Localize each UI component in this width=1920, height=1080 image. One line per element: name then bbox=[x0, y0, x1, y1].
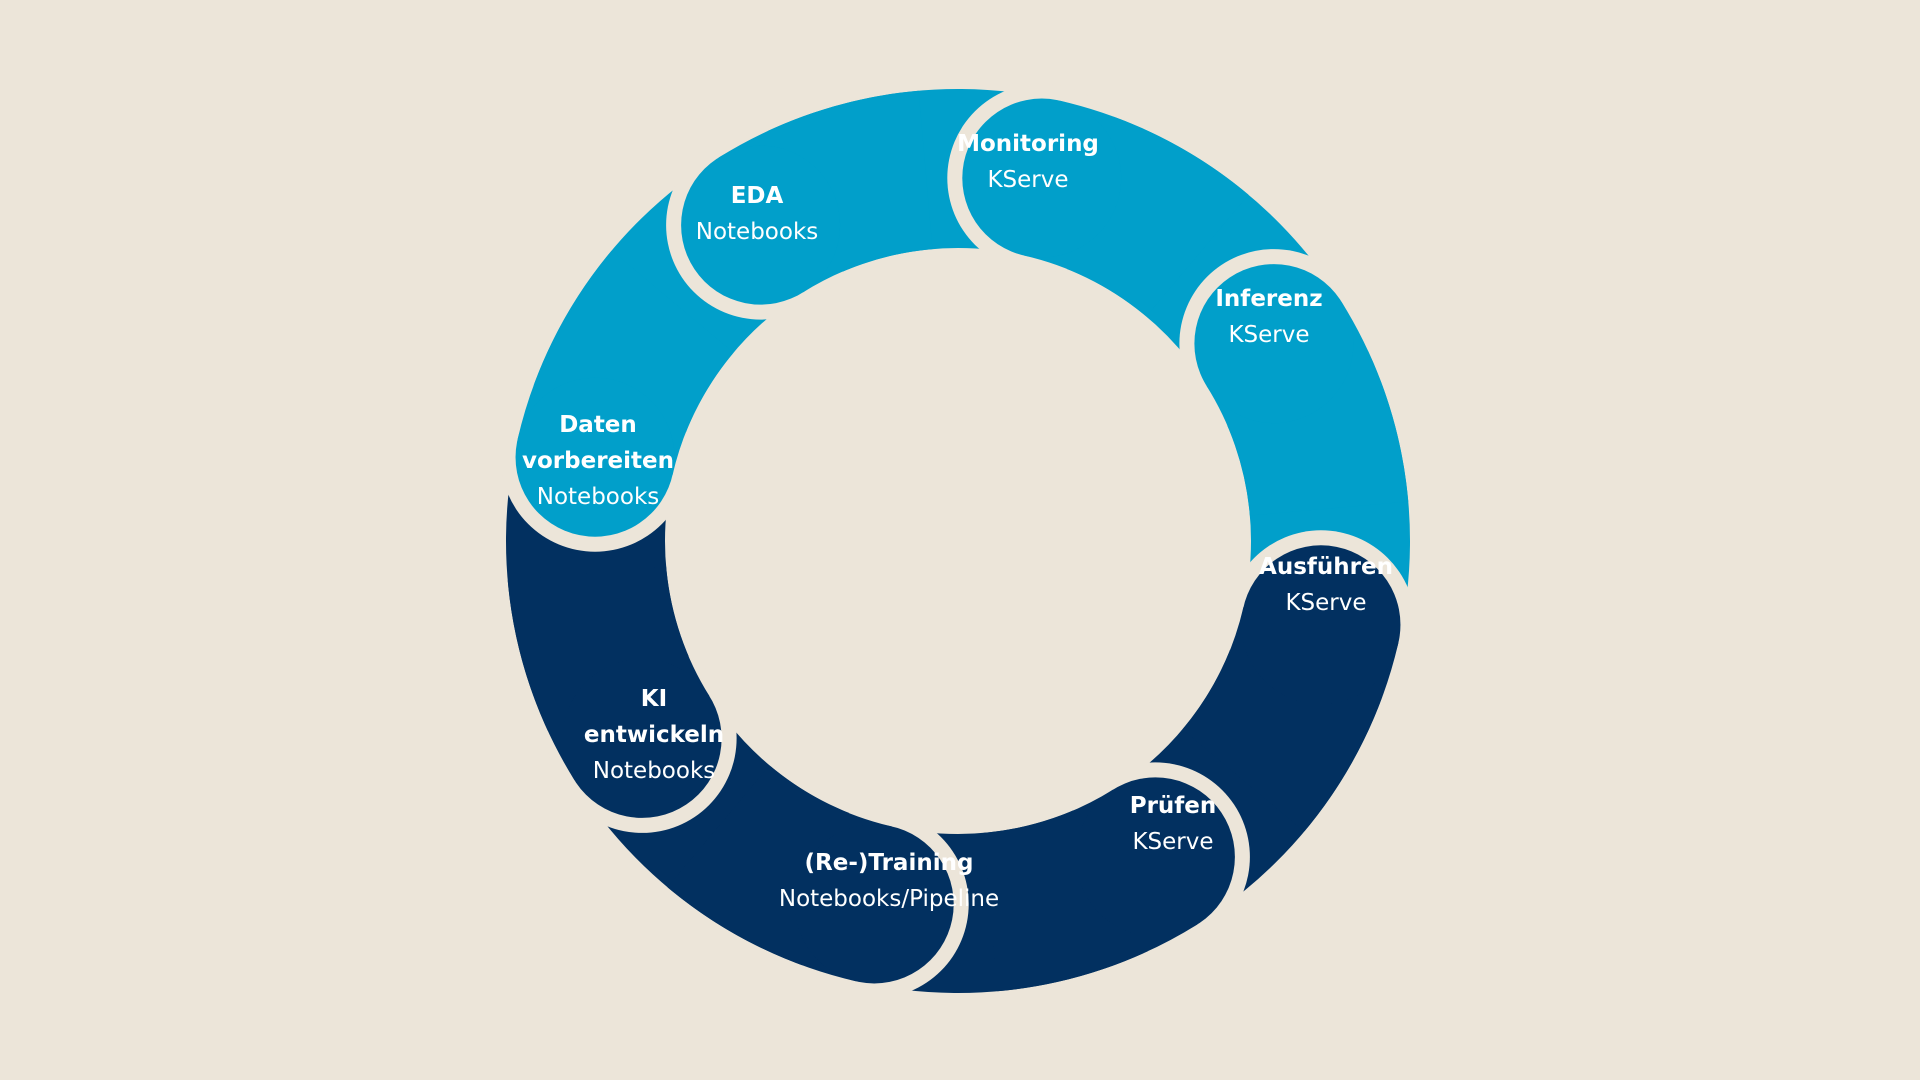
segment-retraining-cap bbox=[1241, 545, 1401, 705]
segment-retraining-subtitle: Notebooks/Pipeline bbox=[779, 886, 999, 912]
segment-daten-vorbereiten-title: Daten bbox=[559, 412, 637, 438]
segment-monitoring-subtitle: KServe bbox=[987, 167, 1068, 193]
cycle-segments bbox=[500, 83, 1416, 999]
segment-ausfuehren-title: Ausführen bbox=[1259, 554, 1393, 580]
segment-eda-title: EDA bbox=[731, 183, 784, 209]
segment-daten-vorbereiten-cap bbox=[794, 824, 954, 984]
segment-eda-cap bbox=[562, 658, 722, 818]
cycle-labels: MonitoringKServeInferenzKServeAusführenK… bbox=[522, 131, 1393, 912]
segment-inferenz-title: Inferenz bbox=[1215, 286, 1322, 312]
segment-daten-vorbereiten-subtitle: Notebooks bbox=[537, 484, 660, 510]
segment-pruefen-title: Prüfen bbox=[1130, 793, 1217, 819]
segment-ki-entwickeln-subtitle: Notebooks bbox=[593, 758, 716, 784]
segment-pruefen-cap bbox=[1194, 264, 1354, 424]
segment-eda-subtitle: Notebooks bbox=[696, 219, 819, 245]
segment-monitoring-cap bbox=[515, 377, 675, 537]
segment-ki-entwickeln-cap bbox=[1075, 777, 1235, 937]
segment-ausfuehren-cap bbox=[962, 98, 1122, 258]
segment-pruefen-subtitle: KServe bbox=[1132, 829, 1213, 855]
segment-retraining-title: (Re-)Training bbox=[805, 850, 974, 876]
segment-ki-entwickeln-title: KI bbox=[641, 686, 667, 712]
segment-inferenz-subtitle: KServe bbox=[1228, 322, 1309, 348]
segment-ausfuehren-subtitle: KServe bbox=[1285, 590, 1366, 616]
segment-daten-vorbereiten-title: vorbereiten bbox=[522, 448, 674, 474]
segment-ki-entwickeln-title: entwickeln bbox=[584, 722, 724, 748]
segment-inferenz-cap bbox=[681, 145, 841, 305]
segment-eda-label: EDA Notebooks bbox=[696, 183, 819, 245]
segment-monitoring-title: Monitoring bbox=[957, 131, 1099, 157]
